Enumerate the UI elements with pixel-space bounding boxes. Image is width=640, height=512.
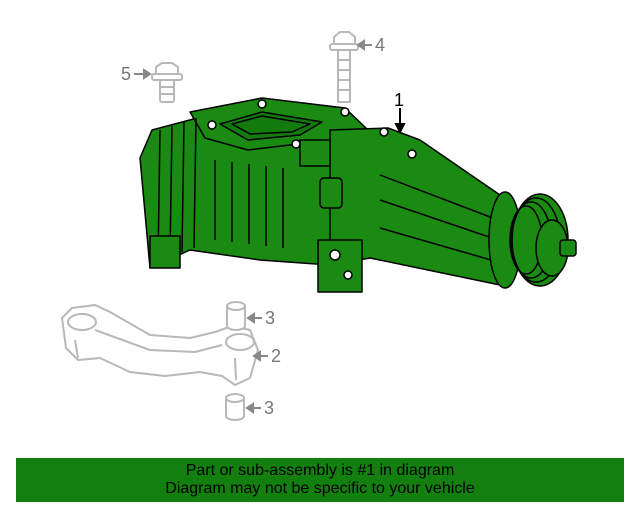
callout-4: 4 [375,35,385,55]
leader-2 [252,350,268,362]
leader-3b [245,402,261,414]
info-banner: Part or sub-assembly is #1 in diagram Di… [16,458,624,502]
bracket-part-2[interactable] [61,304,259,386]
bolt-part-4[interactable] [329,31,359,103]
leader-3a [246,312,262,324]
banner-line-1: Part or sub-assembly is #1 in diagram [185,462,455,479]
bushing-part-3-upper[interactable] [226,301,246,331]
callout-1: 1 [394,90,404,110]
callout-3-upper: 3 [265,308,275,328]
leader-1 [394,108,406,135]
callout-2: 2 [271,346,281,366]
supercharger-part-1[interactable] [139,97,577,293]
callout-5: 5 [121,64,131,84]
parts-diagram: 4 5 [61,31,577,421]
bushing-part-3-lower[interactable] [225,393,245,421]
bolt-part-5[interactable] [151,62,183,103]
callout-3-lower: 3 [264,398,274,418]
leader-4 [356,39,372,51]
leader-5 [134,68,152,80]
banner-line-2: Diagram may not be specific to your vehi… [165,480,475,497]
